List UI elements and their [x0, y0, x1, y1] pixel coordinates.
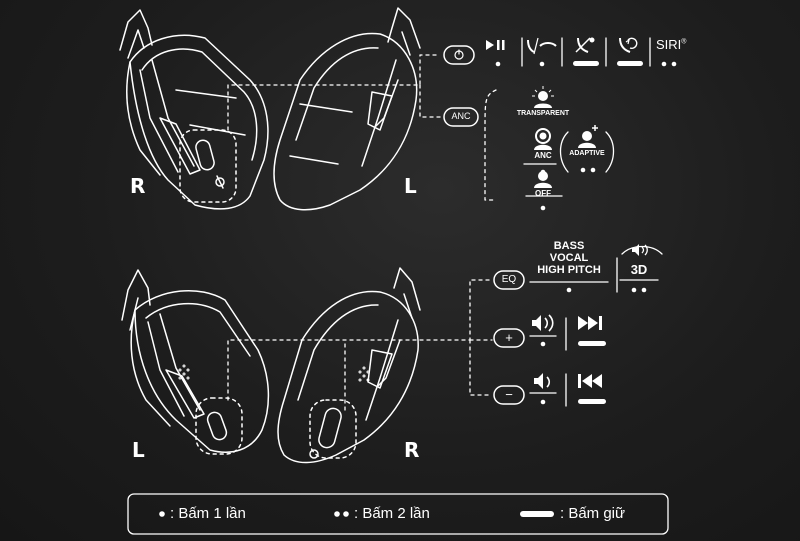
minus-button[interactable]	[493, 385, 525, 405]
eq-mode-list: BASS VOCAL HIGH PITCH	[530, 240, 608, 276]
reject-call-icon	[575, 37, 595, 53]
minus-button-label: −	[505, 387, 513, 402]
adaptive-mode-icon	[578, 125, 598, 148]
plus-button[interactable]	[493, 328, 525, 348]
legend-single-press: : Bấm 1 lần	[170, 505, 246, 522]
legend-double-press: : Bấm 2 lần	[354, 505, 430, 522]
eq-button[interactable]	[493, 270, 525, 290]
headphone-right-cup-top	[119, 9, 269, 210]
play-pause-icon	[486, 40, 505, 50]
sound-3d-icon	[632, 244, 648, 256]
anc-button[interactable]	[443, 107, 479, 127]
headphone-left-cup-top	[273, 7, 421, 211]
legend-frame	[127, 493, 669, 535]
anc-mode-icon	[534, 128, 552, 150]
adaptive-label: ADAPTIVE	[569, 150, 605, 157]
legend-double-dot-2	[343, 511, 349, 517]
legend-hold: : Bấm giữ	[560, 505, 626, 522]
headphone-right-cup-bottom	[277, 267, 421, 464]
legend-single-dot	[159, 511, 165, 517]
volume-up-icon	[532, 314, 554, 332]
transparent-mode-icon	[532, 86, 554, 108]
off-label: OFF	[535, 189, 551, 198]
side-label-left-bottom: L	[132, 438, 145, 462]
side-label-right-top: R	[130, 174, 146, 198]
volume-down-icon	[534, 373, 551, 389]
sound-3d-label: 3D	[630, 262, 648, 277]
side-label-left-top: L	[404, 174, 417, 198]
redial-icon	[619, 37, 638, 53]
legend-hold-bar	[520, 511, 554, 517]
next-track-icon	[578, 316, 602, 330]
side-label-right-bottom: R	[404, 438, 420, 462]
connector-lines	[227, 54, 497, 411]
transparent-label: TRANSPARENT	[516, 110, 570, 117]
siri-label: SIRI	[656, 37, 682, 52]
anc-mode-label: ANC	[534, 151, 552, 160]
headphone-left-cup-bottom	[121, 269, 270, 455]
eq-bass-label: BASS	[553, 240, 585, 252]
anc-off-icon	[534, 171, 552, 188]
power-button[interactable]	[443, 45, 475, 65]
plus-button-label: +	[505, 330, 513, 345]
previous-track-icon	[578, 374, 602, 388]
press-indicators	[159, 61, 677, 517]
eq-high-pitch-label: HIGH PITCH	[537, 264, 601, 276]
answer-end-call-icon	[527, 37, 557, 55]
anc-button-label: ANC	[451, 111, 471, 121]
siri-icon: SIRI®	[656, 37, 687, 52]
eq-vocal-label: VOCAL	[549, 252, 589, 264]
eq-button-label: EQ	[501, 274, 517, 285]
legend-double-dot-1	[334, 511, 340, 517]
